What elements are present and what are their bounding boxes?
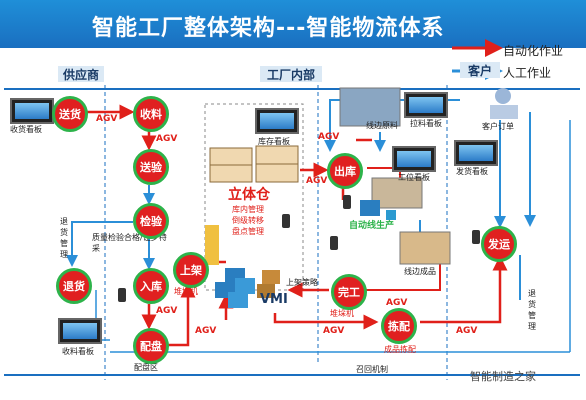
node-outstock: 出库 <box>327 153 363 189</box>
monitor-icon <box>58 318 102 344</box>
agv-label: AGV <box>96 114 118 124</box>
node-tray: 配盘 <box>133 328 169 364</box>
monitor-icon <box>454 140 498 166</box>
return-mgmt-label: 退货管理 <box>60 217 68 259</box>
agv-label: AGV <box>318 132 340 142</box>
vmi-label: VMI <box>260 292 288 307</box>
tray-area-label: 配盘区 <box>134 363 158 372</box>
shelf-policy-label: 上架策略 <box>286 278 318 287</box>
watermark: 智能制造之家 <box>470 370 536 383</box>
page-title: 智能工厂整体架构---智能物流体系 <box>92 16 445 41</box>
warehouse-ops-label: 库内管理 倒级转移 盘点管理 <box>232 205 264 236</box>
node-complete: 完工 <box>331 274 367 310</box>
legend-auto: 自动化作业 <box>503 44 564 58</box>
inventory-board-label: 库存看板 <box>258 137 290 146</box>
lane-factory: 工厂内部 <box>260 66 322 82</box>
stacker-label: 堆垛机 <box>330 309 354 318</box>
lane-supplier: 供应商 <box>58 66 104 82</box>
node-pick: 拣配 <box>381 308 417 344</box>
auto-production-label: 自动线生产 <box>349 221 395 231</box>
finished-pick-label: 成品拣配 <box>384 345 416 354</box>
side-finished-label: 线边成品 <box>404 267 436 276</box>
delivery-board-label: 收货看板 <box>10 125 42 134</box>
agv-label: AGV <box>306 176 328 186</box>
recall-label: 召回机制 <box>356 365 388 374</box>
pull-board-label: 拉料看板 <box>410 119 442 128</box>
rack-illustration <box>205 145 299 265</box>
node-receive: 收料 <box>133 96 169 132</box>
customer-order-label: 客户订单 <box>482 122 514 131</box>
return-pipe-label: 退货管理 <box>528 289 536 331</box>
agv-label: AGV <box>195 326 217 336</box>
node-deliver: 送货 <box>52 96 88 132</box>
node-inspect-send: 送验 <box>133 149 169 185</box>
monitor-icon <box>404 92 448 118</box>
receiving-board-label: 收料看板 <box>62 347 94 356</box>
node-return: 退货 <box>56 268 92 304</box>
agv-label: AGV <box>156 134 178 144</box>
station-board-label: 工位看板 <box>398 173 430 182</box>
vmi-boxes <box>215 268 280 308</box>
quality-check-label: 质量检验合格/让步特采 <box>92 233 167 253</box>
agv-label: AGV <box>456 326 478 336</box>
legend-manual: 人工作业 <box>503 66 552 80</box>
agv-label: AGV <box>156 306 178 316</box>
lane-customer: 客户 <box>460 62 500 78</box>
monitor-icon <box>255 108 299 134</box>
warehouse-label: 立体仓 <box>228 187 270 203</box>
node-inspect: 检验 <box>133 203 169 239</box>
agv-label: AGV <box>386 298 408 308</box>
monitor-icon <box>10 98 54 124</box>
side-material-label: 线边原料 <box>366 121 398 130</box>
agv-label: AGV <box>323 326 345 336</box>
monitor-icon <box>392 146 436 172</box>
node-ship: 发运 <box>481 226 517 262</box>
node-shelf: 上架 <box>173 252 209 288</box>
node-instock: 入库 <box>133 268 169 304</box>
shipping-board-label: 发货看板 <box>456 167 488 176</box>
shelf-machine-label: 堆垛机 <box>174 287 198 296</box>
